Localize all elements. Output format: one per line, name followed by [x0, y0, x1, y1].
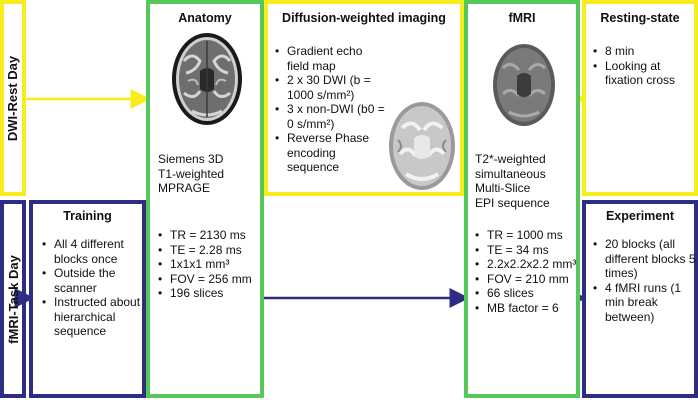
- anatomy-params: TR = 2130 ms TE = 2.28 ms 1x1x1 mm³ FOV …: [158, 228, 264, 301]
- training-box: Training All 4 different blocks once Out…: [29, 200, 146, 398]
- list-item: FOV = 256 mm: [158, 272, 264, 287]
- dwi-list: Gradient echo field map 2 x 30 DWI (b = …: [275, 44, 387, 175]
- list-item: Looking at fixation cross: [593, 59, 697, 88]
- list-item: TR = 1000 ms: [475, 228, 581, 243]
- fmri-description: T2*-weighted simultaneous Multi-Slice EP…: [475, 152, 550, 210]
- list-item: All 4 different blocks once: [42, 237, 142, 266]
- experiment-box: Experiment 20 blocks (all different bloc…: [582, 200, 698, 398]
- dwi-title: Diffusion-weighted imaging: [282, 11, 446, 25]
- experiment-title: Experiment: [605, 209, 675, 223]
- list-item: 8 min: [593, 44, 697, 59]
- list-item: 196 slices: [158, 286, 264, 301]
- fmri-task-day-label: fMRI-Task Day: [5, 254, 21, 344]
- training-title: Training: [63, 209, 112, 223]
- experiment-list: 20 blocks (all different blocks 5 times)…: [593, 237, 698, 324]
- fmri-box: fMRI T2*-weighted simultaneous Multi-Sli…: [464, 0, 580, 398]
- list-item: 20 blocks (all different blocks 5 times): [593, 237, 698, 281]
- dwi-box: Diffusion-weighted imaging Gradient echo…: [264, 0, 464, 196]
- list-item: 4 fMRI runs (1 min break between): [593, 281, 698, 325]
- list-item: 1x1x1 mm³: [158, 257, 264, 272]
- fmri-params: TR = 1000 ms TE = 34 ms 2.2x2.2x2.2 mm³ …: [475, 228, 581, 315]
- list-item: 66 slices: [475, 286, 581, 301]
- list-item: 3 x non-DWI (b0 = 0 s/mm²): [275, 102, 387, 131]
- resting-state-list: 8 min Looking at fixation cross: [593, 44, 697, 88]
- epi-brain-scan-icon: [493, 44, 555, 126]
- anatomy-description: Siemens 3D T1-weighted MPRAGE: [158, 152, 225, 195]
- list-item: FOV = 210 mm: [475, 272, 581, 287]
- anatomy-box: Anatomy Siemens 3D T1-weighted MPRAGE TR…: [146, 0, 264, 398]
- dwi-rest-day-label: DWI-Rest Day: [5, 55, 21, 141]
- anatomy-title: Anatomy: [178, 11, 232, 25]
- resting-state-title: Resting-state: [600, 11, 680, 25]
- list-item: TE = 34 ms: [475, 243, 581, 258]
- list-item: 2.2x2.2x2.2 mm³: [475, 257, 581, 272]
- fmri-title: fMRI: [508, 11, 536, 25]
- resting-state-box: Resting-state 8 min Looking at fixation …: [582, 0, 698, 196]
- list-item: TE = 2.28 ms: [158, 243, 264, 258]
- list-item: MB factor = 6: [475, 301, 581, 316]
- list-item: Outside the scanner: [42, 266, 142, 295]
- list-item: Gradient echo field map: [275, 44, 387, 73]
- list-item: 2 x 30 DWI (b = 1000 s/mm²): [275, 73, 387, 102]
- list-item: Instructed about hierarchical sequence: [42, 295, 142, 339]
- list-item: TR = 2130 ms: [158, 228, 264, 243]
- dwi-rest-day-box: DWI-Rest Day: [0, 0, 26, 196]
- fmri-task-day-box: fMRI-Task Day: [0, 200, 26, 398]
- list-item: Reverse Phase encoding sequence: [275, 131, 387, 175]
- training-list: All 4 different blocks once Outside the …: [42, 237, 142, 339]
- t1-brain-scan-icon: [172, 33, 242, 125]
- diffusion-brain-scan-icon: [389, 102, 455, 190]
